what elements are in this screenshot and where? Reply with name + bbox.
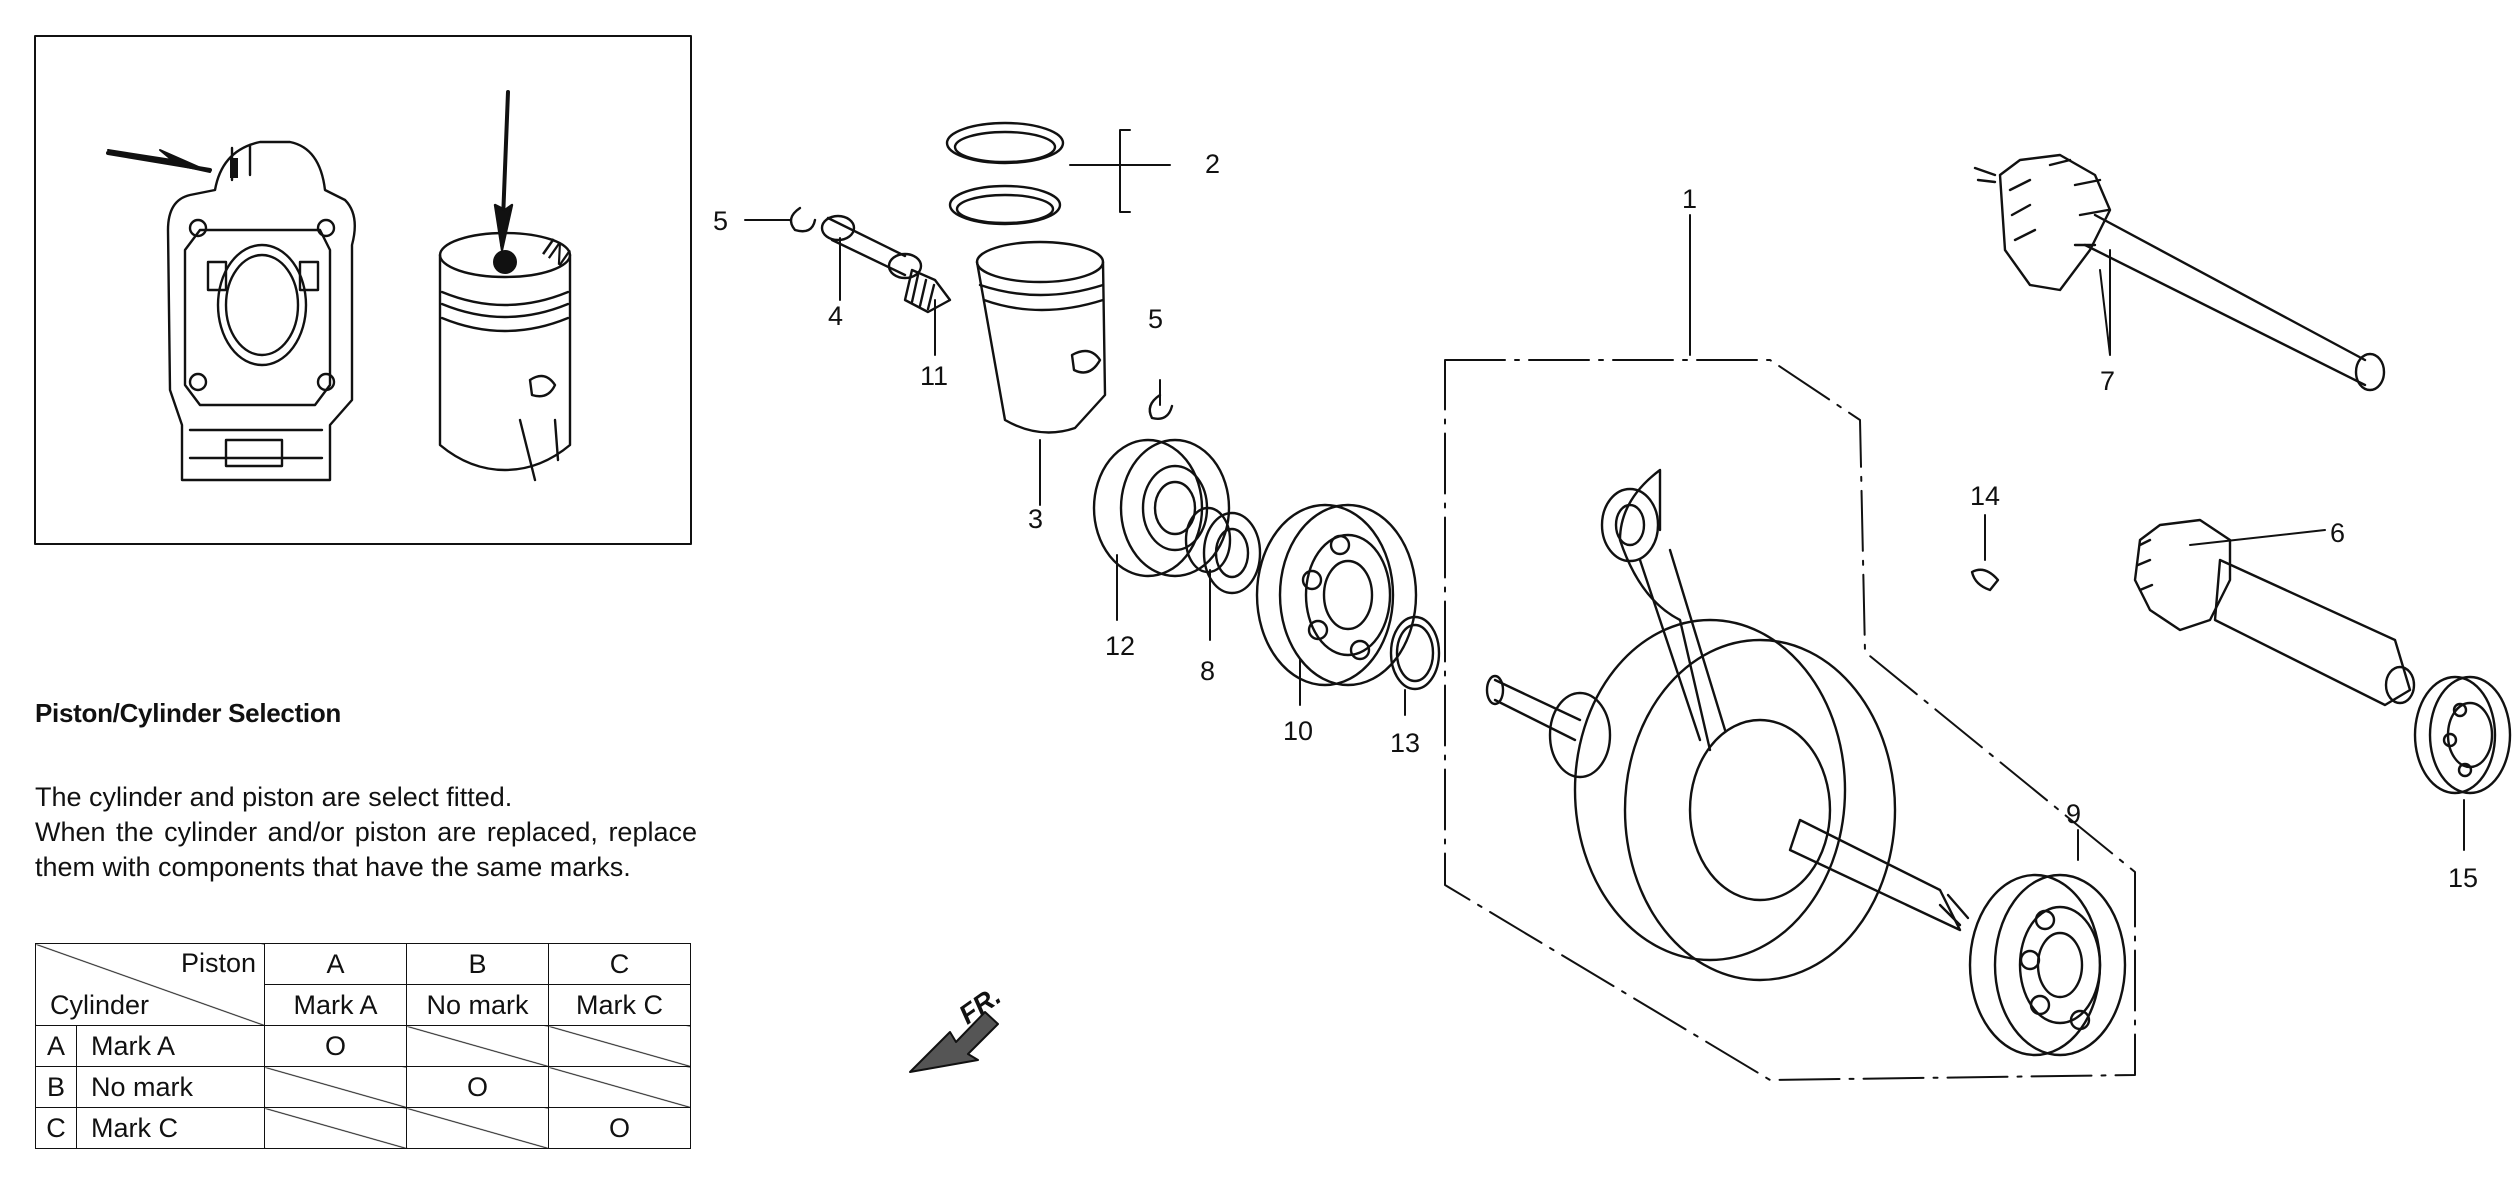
main-bearing-right: [1968, 873, 2127, 1057]
table-mark-row: Mark A No mark Mark C: [36, 984, 691, 1026]
piston-mark-dot: [493, 250, 517, 274]
callout-1: 1: [1682, 184, 1697, 214]
front-direction-label: FR.: [954, 981, 1007, 1031]
cylinder-row-a-code: A: [35, 1025, 77, 1067]
piston-col-c-mark: Mark C: [548, 984, 691, 1026]
match-b-b: O: [406, 1066, 549, 1108]
woodruff-key: [1970, 568, 2000, 592]
cylinder-row-b-mark: No mark: [76, 1066, 265, 1108]
leader-lines: [744, 129, 2465, 861]
callout-12: 12: [1105, 631, 1135, 661]
match-c-c: O: [548, 1107, 691, 1149]
callout-3: 3: [1028, 504, 1043, 534]
table-row: B No mark O: [35, 1066, 691, 1108]
table-row: C Mark C O: [35, 1107, 691, 1149]
piston: [975, 240, 1107, 434]
match-a-a: O: [264, 1025, 407, 1067]
selection-description: The cylinder and piston are select fitte…: [35, 780, 697, 885]
corner-piston-label: Piston: [180, 948, 256, 978]
callout-4: 4: [828, 301, 843, 331]
cylinder-row-c-code: C: [35, 1107, 77, 1149]
callout-14: 14: [1970, 481, 2000, 511]
table-header-row: Piston Cylinder A B C: [35, 943, 691, 1026]
no-match-cell: [264, 1066, 407, 1108]
starter-spindle: [1973, 153, 2386, 392]
no-match-cell: [406, 1107, 549, 1149]
callout-2: 2: [1205, 149, 1220, 179]
piston-rings: [945, 121, 1065, 226]
callout-7: 7: [2100, 366, 2115, 396]
callout-13: 13: [1390, 728, 1420, 758]
cylinder-row-a-mark: Mark A: [76, 1025, 265, 1067]
cylinder-illustration: [166, 140, 356, 482]
no-match-cell: [548, 1025, 691, 1067]
callout-15: 15: [2448, 863, 2478, 893]
crank-bearing-small: [2413, 675, 2512, 795]
selection-line-1: The cylinder and piston are select fitte…: [35, 782, 513, 812]
cylinder-row-b-code: B: [35, 1066, 77, 1108]
table-corner-cell: Piston Cylinder: [35, 943, 265, 1026]
no-match-cell: [548, 1066, 691, 1108]
no-match-cell: [406, 1025, 549, 1067]
piston-col-a-code: A: [264, 943, 407, 985]
callout-5-left: 5: [713, 206, 728, 236]
selection-heading: Piston/Cylinder Selection: [35, 698, 342, 728]
callout-6: 6: [2330, 518, 2345, 548]
cylinder-row-c-mark: Mark C: [76, 1107, 265, 1149]
table-row: A Mark A O: [35, 1025, 691, 1067]
main-bearing-left: [1255, 503, 1418, 687]
crankshaft: [1485, 468, 1970, 982]
callout-8: 8: [1200, 656, 1215, 686]
piston-pin: [820, 214, 923, 280]
no-match-cell: [264, 1107, 407, 1149]
callout-10: 10: [1283, 716, 1313, 746]
inset-frame: [34, 35, 692, 545]
shim: [1389, 615, 1441, 691]
pin-clip: [789, 206, 1174, 420]
crankshaft-assembly-outline: [1444, 359, 2136, 1081]
corner-cylinder-label: Cylinder: [50, 990, 150, 1020]
selection-line-2: When the cylinder and/or piston are repl…: [35, 817, 697, 882]
piston-col-b-mark: No mark: [406, 984, 549, 1026]
piston-col-b-code: B: [406, 943, 549, 985]
piston-col-c-code: C: [548, 943, 691, 985]
callout-9: 9: [2066, 799, 2081, 829]
piston-col-a-mark: Mark A: [264, 984, 407, 1026]
kickstarter-shaft: [2133, 518, 2416, 707]
collar: [1184, 506, 1262, 595]
callout-5-right: 5: [1148, 304, 1163, 334]
front-direction-arrow: [909, 1011, 999, 1073]
callout-labels: 1 2 3 4 5 5 6 7 8 9 10 11 12 13 14 15 FR…: [713, 149, 2478, 1030]
selection-table: Piston Cylinder A B C Mark A No mark Mar…: [35, 943, 691, 1149]
needle-bearing: [903, 268, 952, 314]
callout-11: 11: [920, 361, 948, 391]
